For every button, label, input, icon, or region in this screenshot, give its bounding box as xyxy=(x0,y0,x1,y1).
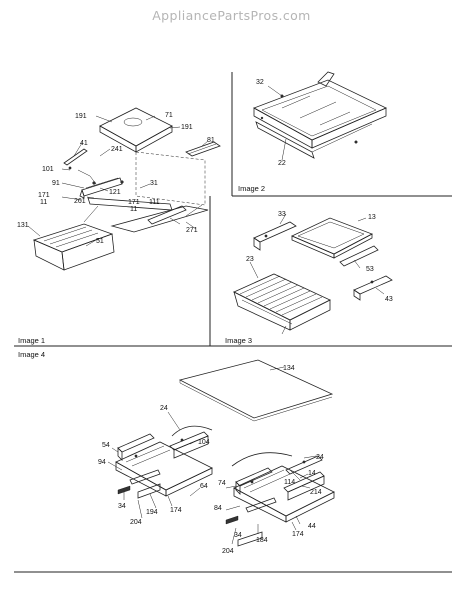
image-3-caption: Image 3 xyxy=(225,336,252,345)
label-14: 14 xyxy=(308,470,316,477)
image-3-drawing xyxy=(233,213,393,335)
label-34-right: 34 xyxy=(234,532,242,539)
label-191-left: 191 xyxy=(75,113,87,120)
image-4-caption: Image 4 xyxy=(18,350,45,359)
label-64: 64 xyxy=(200,483,208,490)
label-11-right: 11 xyxy=(130,206,137,213)
label-214: 214 xyxy=(310,489,322,496)
label-22: 22 xyxy=(278,160,286,167)
label-121: 121 xyxy=(109,189,121,196)
label-31: 31 xyxy=(150,180,158,187)
label-11-left: 11 xyxy=(40,199,47,206)
label-32: 32 xyxy=(256,79,264,86)
label-114: 114 xyxy=(284,479,295,486)
label-94: 94 xyxy=(98,459,106,466)
label-134: 134 xyxy=(283,365,295,372)
label-74: 74 xyxy=(218,480,226,487)
label-23: 23 xyxy=(246,256,254,263)
watermark-text: AppliancePartsPros.com xyxy=(152,8,311,23)
label-33: 33 xyxy=(278,211,286,218)
image-1-drawing xyxy=(27,107,221,271)
label-191-right: 191 xyxy=(181,124,193,131)
label-204-right: 204 xyxy=(222,548,234,555)
label-174-right: 174 xyxy=(292,531,304,538)
image-4-drawing xyxy=(107,359,335,547)
label-71: 71 xyxy=(165,112,173,119)
label-13: 13 xyxy=(368,214,376,221)
label-43: 43 xyxy=(385,296,393,303)
label-34-left: 34 xyxy=(118,503,126,510)
label-51: 51 xyxy=(96,238,104,245)
image-2-caption: Image 2 xyxy=(238,184,265,193)
label-131: 131 xyxy=(17,222,29,229)
label-171-left: 171 xyxy=(38,192,50,199)
label-54: 54 xyxy=(102,442,110,449)
label-24-left: 24 xyxy=(160,405,168,412)
label-184: 184 xyxy=(256,537,268,544)
image-2-drawing xyxy=(253,71,387,161)
label-261: 261 xyxy=(74,198,86,205)
label-24-right: 24 xyxy=(316,454,324,461)
label-271: 271 xyxy=(186,227,198,234)
label-241: 241 xyxy=(111,146,123,153)
label-41: 41 xyxy=(80,140,88,147)
image-1-caption: Image 1 xyxy=(18,336,45,345)
label-101: 101 xyxy=(42,166,54,173)
label-104: 104 xyxy=(198,439,210,446)
label-44: 44 xyxy=(308,523,316,530)
panel-frames xyxy=(14,72,452,573)
label-194: 194 xyxy=(146,509,158,516)
label-53: 53 xyxy=(366,266,374,273)
label-81: 81 xyxy=(207,137,215,144)
label-204-left: 204 xyxy=(130,519,142,526)
label-84: 84 xyxy=(214,505,222,512)
label-171-right: 171 xyxy=(128,199,140,206)
label-174-left: 174 xyxy=(170,507,182,514)
label-111: 111 xyxy=(149,199,160,206)
label-91: 91 xyxy=(52,180,60,187)
